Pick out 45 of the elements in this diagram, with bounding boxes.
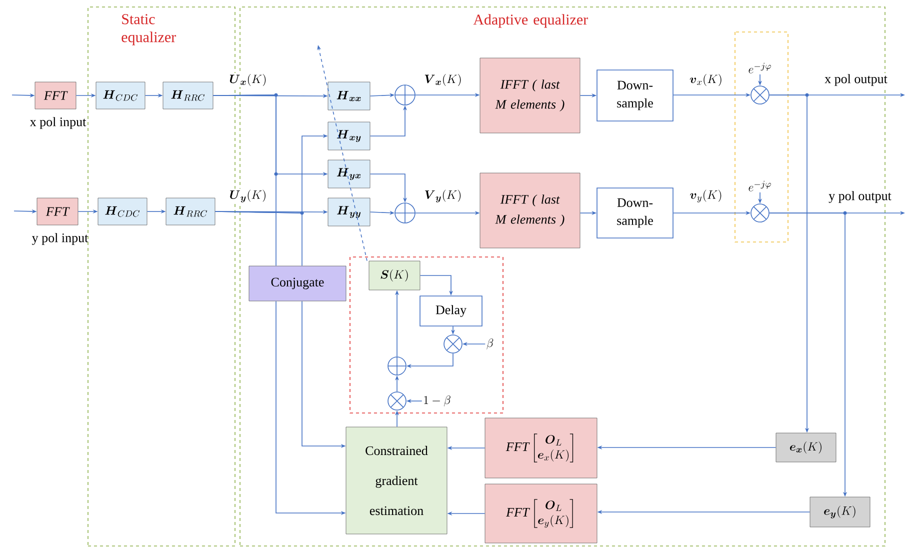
- process-box: $\mathit{FFT}\begin{bmatrix}\boldsymbol{O}_L\\ \boldsymbol{e}_y(K)\end{bmatrix}$: [484, 484, 598, 544]
- phase-factor-label: $e^{-j\varphi}$: [748, 180, 771, 192]
- phase-factor-label: $e^{-j\varphi}$: [748, 62, 771, 74]
- process-box: Conjugate: [248, 266, 346, 302]
- state-box: $\boldsymbol{S}(K)$: [368, 260, 420, 290]
- signal-label: $\boldsymbol{v}_{y}(K)$: [688, 188, 724, 204]
- signal-label: $\boldsymbol{V}_{\boldsymbol{y}}(K)$: [423, 188, 463, 204]
- filter-box: $\boldsymbol{H}_{RRC}$: [162, 82, 214, 110]
- input-label: y pol input: [32, 233, 88, 245]
- adder-symbol: [388, 356, 406, 376]
- multiplier-symbol: [388, 392, 406, 410]
- process-box: $\mathit{FFT}$: [36, 198, 78, 226]
- multiplier-symbol: [750, 86, 770, 104]
- multiplier-symbol: [444, 334, 462, 354]
- process-box: IFFT ( last M elements ): [480, 58, 580, 134]
- connector-line: [214, 211, 302, 266]
- process-box: IFFT ( last M elements ): [480, 172, 580, 248]
- signal-label: x pol output: [824, 73, 888, 87]
- delay-box: Delay: [420, 296, 482, 326]
- multiplier-symbol: [750, 204, 770, 222]
- filter-box: $\boldsymbol{H}_{\boldsymbol{yy}}$: [328, 198, 370, 226]
- error-box: $\boldsymbol{e}_{\boldsymbol{y}}(K)$: [810, 496, 870, 528]
- connector-line: [212, 94, 276, 266]
- signal-label: $\boldsymbol{V}_{\boldsymbol{x}}(K)$: [423, 73, 463, 87]
- weight-label: $1-\beta$: [424, 396, 450, 406]
- weight-label: $\beta$: [486, 338, 494, 350]
- filter-box: $\boldsymbol{H}_{RRC}$: [166, 198, 216, 226]
- adder-symbol: [394, 202, 416, 224]
- process-box: Constrained gradient estimation: [346, 426, 448, 534]
- signal-label: $\boldsymbol{U}_{\boldsymbol{x}}(K)$: [228, 73, 268, 87]
- filter-box: $\boldsymbol{H}_{\boldsymbol{xx}}$: [328, 82, 370, 110]
- process-box: $\mathit{FFT}\begin{bmatrix}\boldsymbol{O}_L\\ \boldsymbol{e}_x(K)\end{bmatrix}$: [484, 418, 598, 478]
- filter-box: $\boldsymbol{H}_{CDC}$: [98, 198, 148, 226]
- signal-label: $\boldsymbol{U}_{\boldsymbol{y}}(K)$: [228, 188, 268, 204]
- filter-box: $\boldsymbol{H}_{\boldsymbol{yx}}$: [328, 160, 370, 188]
- input-label: x pol input: [30, 117, 86, 129]
- filter-box: $\boldsymbol{H}_{CDC}$: [96, 82, 146, 110]
- process-box: $\mathit{FFT}$: [34, 82, 76, 110]
- process-box: Down-sample: [596, 188, 674, 238]
- error-box: $\boldsymbol{e}_{\boldsymbol{x}}(K)$: [776, 432, 836, 462]
- process-box: Down-sample: [596, 70, 674, 122]
- adder-symbol: [394, 84, 416, 106]
- signal-label: y pol output: [828, 190, 892, 204]
- signal-label: $\boldsymbol{v}_{x}(K)$: [688, 73, 724, 87]
- filter-box: $\boldsymbol{H}_{\boldsymbol{xy}}$: [328, 122, 370, 150]
